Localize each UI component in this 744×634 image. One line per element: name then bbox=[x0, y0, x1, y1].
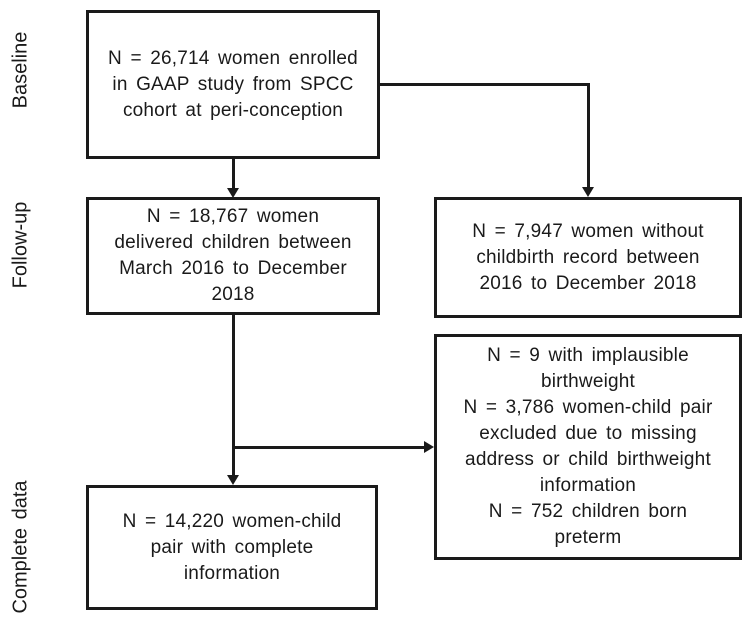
stage-label-baseline: Baseline bbox=[9, 31, 32, 109]
arrow-branch-to-excluded-head-icon bbox=[424, 441, 434, 453]
stage-label-complete-data: Complete data bbox=[9, 480, 32, 614]
box-complete-information-pairs: N = 14,220 women-child pair with complet… bbox=[86, 485, 378, 610]
box-followup-no-childbirth-record-text: N = 7,947 women without childbirth recor… bbox=[472, 220, 704, 294]
arrow-delivered-to-complete-head-icon bbox=[227, 475, 239, 485]
arrow-baseline-to-delivered-line bbox=[232, 159, 235, 189]
arrow-baseline-to-no-record-horizontal-line bbox=[379, 83, 590, 86]
box-baseline-enrolled-text: N = 26,714 women enrolled in GAAP study … bbox=[108, 47, 358, 121]
box-baseline-enrolled: N = 26,714 women enrolled in GAAP study … bbox=[86, 10, 380, 159]
box-excluded-pairs: N = 9 with implausible birthweight N = 3… bbox=[434, 334, 742, 560]
arrow-baseline-to-delivered-head-icon bbox=[227, 188, 239, 198]
arrow-delivered-to-complete-line bbox=[232, 315, 235, 476]
box-followup-delivered: N = 18,767 women delivered children betw… bbox=[86, 197, 380, 315]
stage-label-followup: Follow-up bbox=[9, 201, 32, 289]
arrow-baseline-to-no-record-vertical-line bbox=[587, 83, 590, 188]
box-followup-no-childbirth-record: N = 7,947 women without childbirth recor… bbox=[434, 197, 742, 318]
box-excluded-pairs-text: N = 9 with implausible birthweight N = 3… bbox=[463, 345, 713, 548]
arrow-baseline-to-no-record-head-icon bbox=[582, 187, 594, 197]
arrow-branch-to-excluded-line bbox=[233, 446, 424, 449]
box-complete-information-pairs-text: N = 14,220 women-child pair with complet… bbox=[122, 510, 342, 584]
box-followup-delivered-text: N = 18,767 women delivered children betw… bbox=[114, 206, 352, 305]
